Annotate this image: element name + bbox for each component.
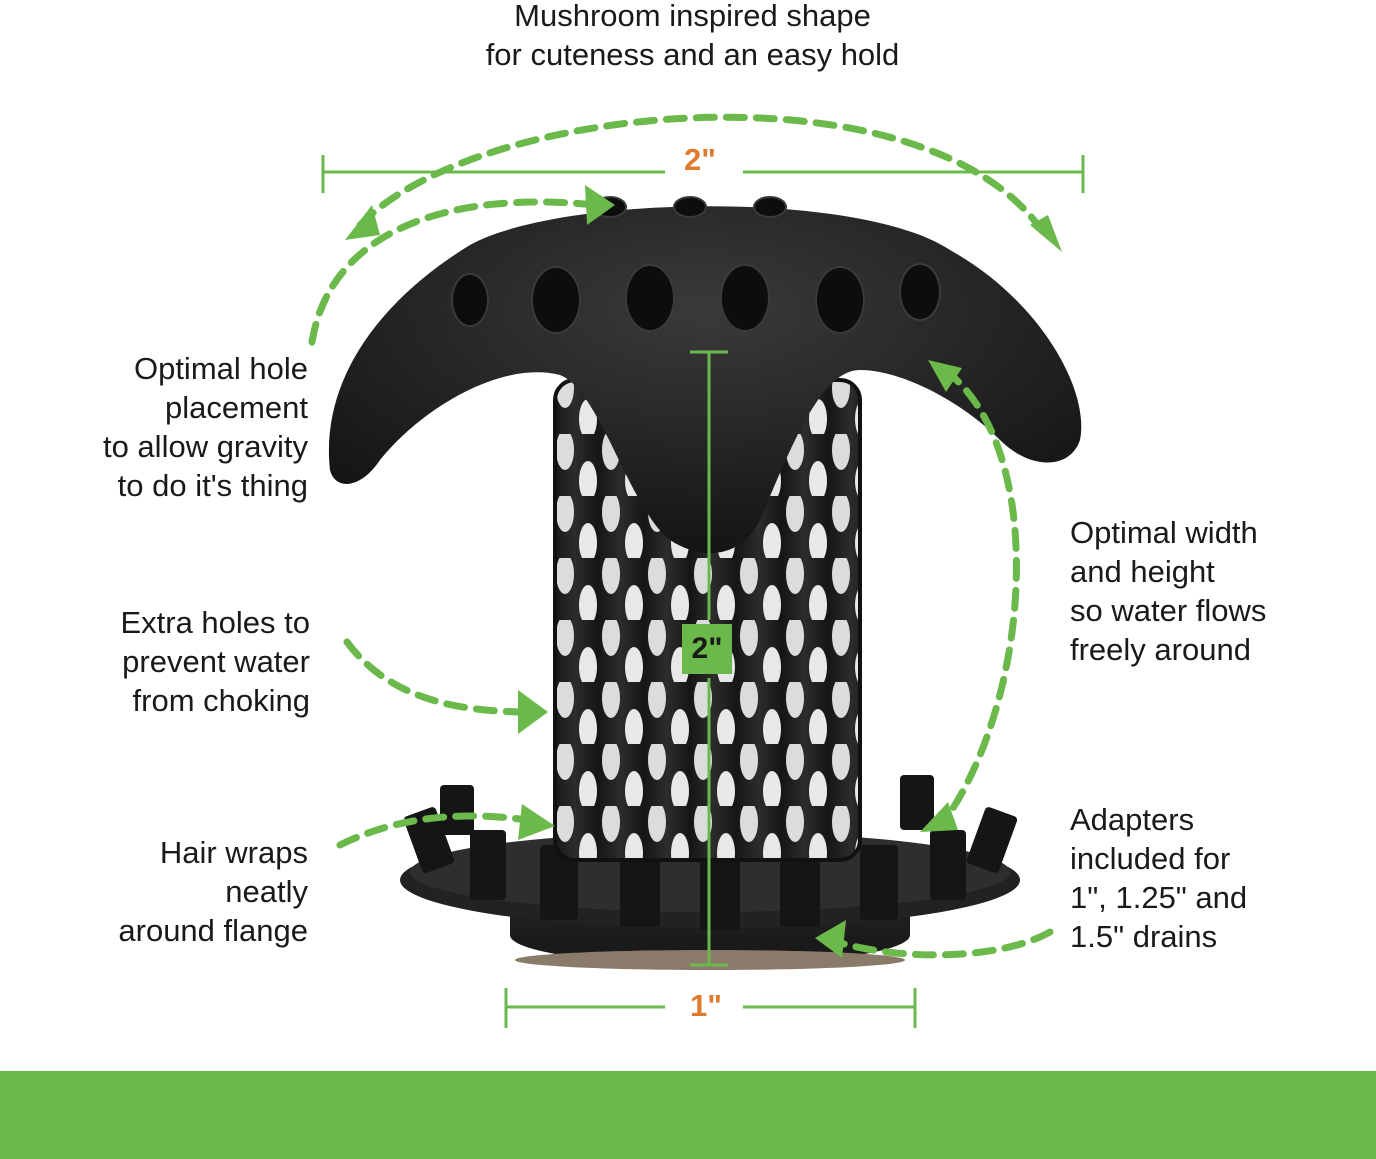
bottom-width-label: 1" (690, 988, 722, 1023)
adapters-callout: Adapters included for 1", 1.25" and 1.5"… (1070, 802, 1248, 954)
extra-holes-arrow (343, 638, 534, 716)
hair-wraps-callout: Hair wraps neatly around flange (118, 835, 308, 948)
arrowhead-icon (518, 690, 548, 734)
arrowhead-icon (585, 185, 615, 225)
height-label: 2" (682, 624, 732, 674)
mushroom-cap (328, 196, 1082, 554)
arrowhead-icon (345, 205, 380, 240)
height-dimension-line (690, 350, 728, 967)
width-height-callout: Optimal width and height so water flows … (1070, 515, 1267, 667)
hole-placement-callout: Optimal hole placement to allow gravity … (102, 351, 308, 503)
top-width-label: 2" (684, 142, 716, 177)
arrowhead-icon (518, 804, 555, 840)
bottom-green-band (0, 1071, 1376, 1159)
bottom-dimension-line (504, 988, 917, 1028)
arrowhead-icon (920, 802, 958, 832)
hair-arrow (336, 812, 544, 849)
mushroom-shape-callout: Mushroom inspired shape for cuteness and… (485, 0, 900, 72)
arrowhead-icon (1030, 215, 1062, 252)
adapter-arrow (826, 928, 1054, 959)
extra-holes-callout: Extra holes to prevent water from chokin… (120, 605, 310, 718)
width-height-arrow (941, 366, 1020, 824)
hole-arrow (308, 198, 599, 346)
top-dimension-line (321, 155, 1085, 193)
arrowhead-icon (928, 360, 962, 392)
arrowhead-icon (815, 920, 846, 958)
cap-arc-arrow (356, 113, 1049, 239)
